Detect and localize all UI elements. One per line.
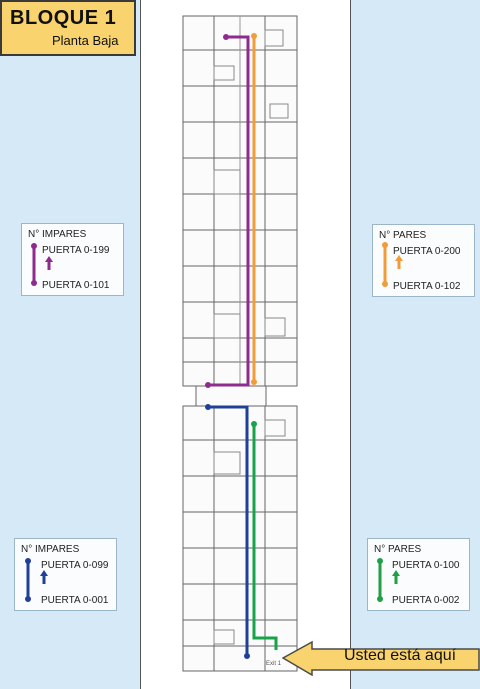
route-purple-line (208, 35, 250, 387)
legend-door-top: PUERTA 0-100 (392, 560, 460, 571)
legend-door-bottom: PUERTA 0-002 (392, 595, 460, 606)
you-are-here-banner: Usted está aquí (281, 640, 480, 677)
legend-heading: N° PARES (374, 544, 422, 555)
legend-door-top: PUERTA 0-199 (42, 245, 110, 256)
route-orange-start-dot (251, 33, 257, 39)
route-blue-end-dot (244, 653, 250, 659)
legend-heading: N° PARES (379, 230, 427, 241)
route-purple-end-dot (205, 382, 211, 388)
arrow-up-icon (395, 255, 403, 269)
lower-block (182, 405, 298, 672)
arrow-up-icon (392, 570, 400, 584)
legend-door-top: PUERTA 0-200 (393, 246, 461, 257)
route-orange-end-dot (251, 379, 257, 385)
route-even-lower (251, 421, 278, 650)
legend-even-upper: N° PARES PUERTA 0-200 PUERTA 0-102 (372, 224, 475, 297)
you-are-here-label: Usted está aquí (344, 647, 457, 664)
route-even-upper (251, 33, 257, 385)
exit-label: Exit 1 (266, 661, 282, 667)
page-title: BLOQUE 1 (10, 7, 117, 29)
legend-odd-upper: N° IMPARES PUERTA 0-199 PUERTA 0-101 (21, 223, 124, 296)
legend-door-bottom: PUERTA 0-102 (393, 281, 461, 292)
legend-even-lower: N° PARES PUERTA 0-100 PUERTA 0-002 (367, 538, 470, 611)
route-purple-start-dot (223, 34, 229, 40)
route-odd-lower (205, 404, 250, 659)
legend-heading: N° IMPARES (28, 229, 87, 240)
legend-heading: N° IMPARES (21, 544, 80, 555)
legend-door-top: PUERTA 0-099 (41, 560, 109, 571)
route-green-line (252, 424, 278, 650)
legend-door-bottom: PUERTA 0-101 (42, 280, 110, 291)
route-blue-start-dot (205, 404, 211, 410)
arrow-up-icon (40, 570, 48, 584)
upper-block (182, 15, 298, 387)
route-blue-line (208, 405, 249, 656)
arrow-up-icon (45, 256, 53, 270)
connector-corridor (195, 385, 267, 407)
floor-subtitle: Planta Baja (52, 33, 119, 48)
title-banner: BLOQUE 1 Planta Baja (0, 0, 136, 56)
route-green-start-dot (251, 421, 257, 427)
route-odd-upper (205, 34, 250, 388)
arrow-left-banner-icon (281, 640, 480, 677)
legend-odd-lower: N° IMPARES PUERTA 0-099 PUERTA 0-001 (14, 538, 117, 611)
legend-door-bottom: PUERTA 0-001 (41, 595, 109, 606)
